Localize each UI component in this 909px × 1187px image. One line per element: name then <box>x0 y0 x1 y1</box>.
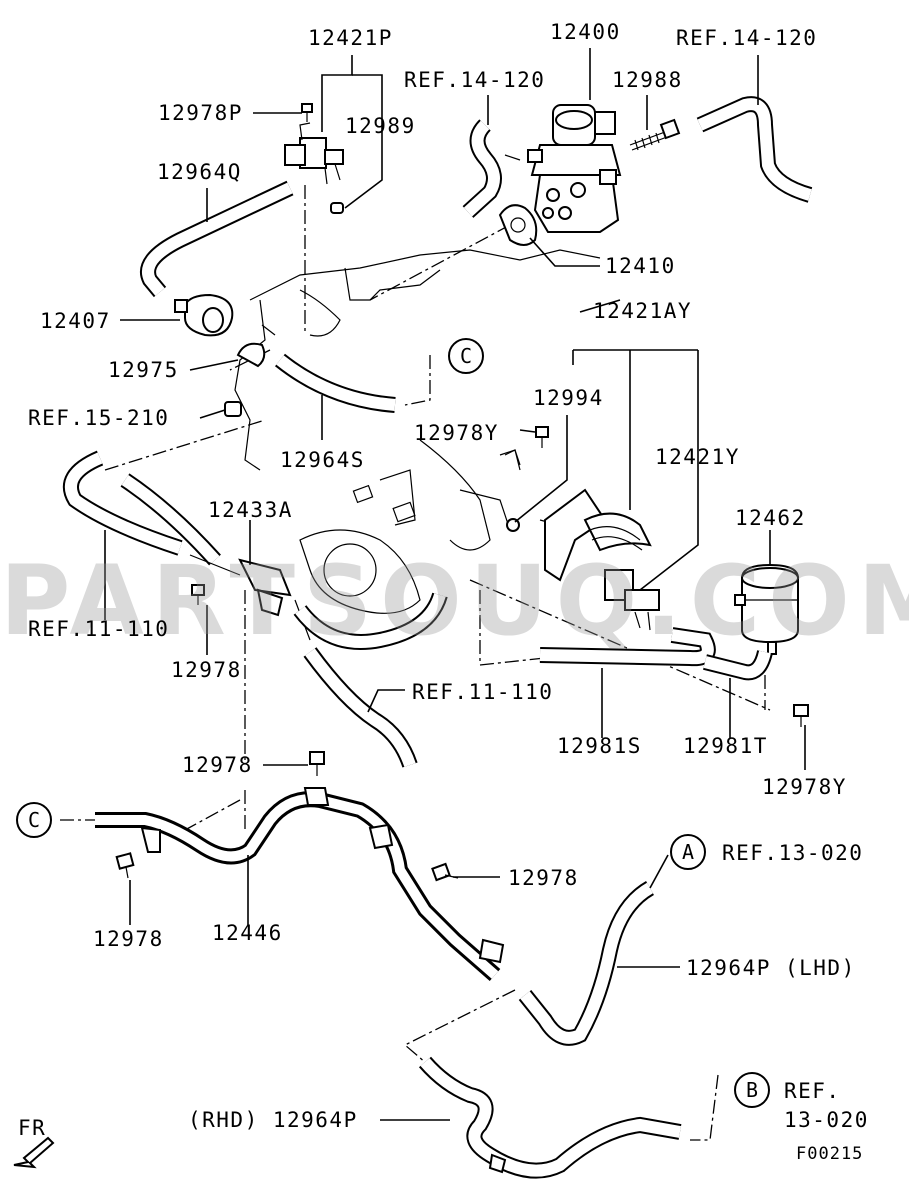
label-12981T: 12981T <box>683 734 768 758</box>
label-12975: 12975 <box>108 358 179 382</box>
label-12421Y: 12421Y <box>655 445 740 469</box>
label-12964S: 12964S <box>280 448 365 472</box>
label-12433A: 12433A <box>208 498 293 522</box>
label-ref-11-110-left: REF.11-110 <box>28 617 170 641</box>
label-12978-left: 12978 <box>93 927 164 951</box>
label-12978P: 12978P <box>158 101 243 125</box>
label-12994: 12994 <box>533 386 604 410</box>
hose-ref-14-120-left <box>462 119 521 218</box>
label-12989: 12989 <box>345 114 416 138</box>
label-12978Y-top: 12978Y <box>414 421 499 445</box>
label-12964Q: 12964Q <box>157 160 242 184</box>
callout-b: B <box>734 1072 770 1108</box>
bolt-12978-left <box>115 852 135 879</box>
label-12421AY: 12421AY <box>593 299 693 323</box>
label-12410: 12410 <box>605 254 676 278</box>
bolt-12988 <box>629 118 681 151</box>
label-12446: 12446 <box>212 921 283 945</box>
label-12964P-lhd: 12964P (LHD) <box>686 956 856 980</box>
fr-arrow-icon <box>13 1136 55 1169</box>
gasket-12410 <box>498 204 538 246</box>
label-12981S: 12981S <box>557 734 642 758</box>
bolt-12978-right <box>431 862 459 882</box>
label-ref-15-210: REF.15-210 <box>28 406 170 430</box>
bracket-12421AY <box>544 488 652 582</box>
hose-12964P-rhd <box>418 1056 682 1179</box>
label-ref-14-120-left: REF.14-120 <box>404 68 546 92</box>
canister-12462 <box>734 563 799 655</box>
figure-code: F00215 <box>796 1144 864 1164</box>
filter-12407 <box>174 293 234 337</box>
clamp-12975 <box>236 324 276 368</box>
label-ref-14-120-right: REF.14-120 <box>676 26 818 50</box>
callout-a: A <box>670 834 706 870</box>
bolt-12978Y-low <box>793 704 809 727</box>
valve-12400 <box>527 104 622 233</box>
label-12400: 12400 <box>550 20 621 44</box>
valve-12433A <box>189 554 311 641</box>
callout-c-left: C <box>16 802 52 838</box>
pipe-12446 <box>95 787 505 982</box>
label-ref-b-line2: 13-020 <box>784 1108 869 1132</box>
label-12978Y-low: 12978Y <box>762 775 847 799</box>
label-ref-13-020-a: REF.13-020 <box>722 841 864 865</box>
label-ref-b-line1: REF. <box>784 1079 841 1103</box>
leader-lines <box>104 48 806 1121</box>
solenoid-12421Y <box>604 569 660 631</box>
hose-12964P-lhd <box>518 881 655 1046</box>
hose-ref-11-110-left <box>63 450 221 566</box>
label-12978-mid: 12978 <box>171 658 242 682</box>
solenoid-12421P <box>284 122 344 185</box>
label-fr: FR <box>18 1116 47 1140</box>
bolt-12978-low <box>309 751 325 776</box>
callout-c-top: C <box>448 338 484 374</box>
label-12462: 12462 <box>735 506 806 530</box>
hose-12981T <box>703 650 773 681</box>
label-12964P-rhd: (RHD) 12964P <box>188 1108 358 1132</box>
bolt-12978Y-top <box>504 426 549 466</box>
label-ref-11-110-mid: REF.11-110 <box>412 680 554 704</box>
label-12421P: 12421P <box>308 26 393 50</box>
hose-12964Q <box>140 180 294 298</box>
hose-12981S <box>539 627 716 667</box>
cap-12989 <box>330 202 344 214</box>
bolt-12978-mid <box>191 584 205 605</box>
label-12978-right: 12978 <box>508 866 579 890</box>
label-12407: 12407 <box>40 309 111 333</box>
bolt-12978P <box>301 103 313 122</box>
hose-12964S <box>275 353 396 413</box>
label-12988: 12988 <box>612 68 683 92</box>
ref-15-210-stub <box>224 401 242 417</box>
label-12978-low: 12978 <box>182 753 253 777</box>
hose-ref-14-120-right <box>696 96 813 203</box>
hose-ref-11-110-mid <box>293 592 448 768</box>
